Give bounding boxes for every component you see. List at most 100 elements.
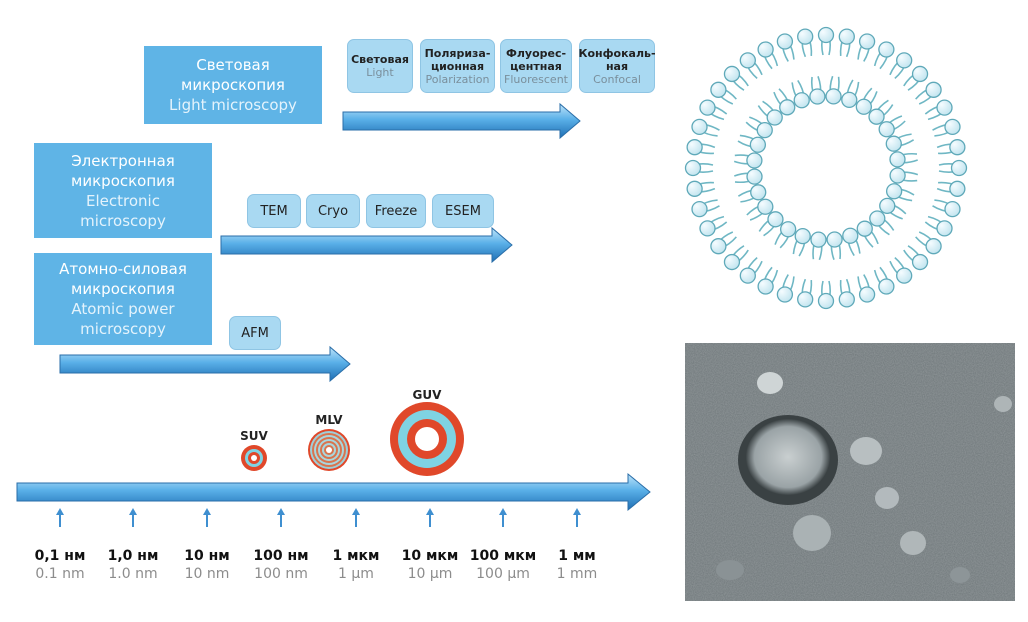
lipid-molecule: [857, 33, 876, 62]
lipid-molecule: [841, 79, 860, 109]
lipid-molecule: [903, 245, 929, 271]
scale-label-en: 1.0 nm: [108, 566, 158, 582]
scale-tick: [280, 514, 282, 527]
method-afm-label: AFM: [241, 325, 269, 341]
lipid-molecule: [773, 88, 796, 116]
method-freeze-label: Freeze: [374, 203, 418, 219]
scale-label: 0,1 нм 0.1 nm: [10, 547, 110, 583]
lipid-molecule: [873, 266, 895, 295]
lipid-molecule: [757, 100, 783, 126]
scale-arrow: [16, 472, 651, 512]
scale-label-ru: 0,1 нм: [34, 548, 86, 564]
scale-tick-arrowhead: [129, 508, 137, 515]
scale-tick-arrowhead: [277, 508, 285, 515]
lipid-molecule: [903, 65, 929, 91]
mlv-label: MLV: [315, 413, 343, 427]
lipid-molecule: [774, 221, 797, 249]
category-electron-ru-line1: Электронная: [71, 151, 175, 170]
lipid-molecule: [737, 184, 767, 203]
category-atomic-en-line2: microscopy: [80, 320, 166, 338]
scale-label-en: 100 µm: [476, 566, 530, 582]
guv-label: GUV: [412, 388, 442, 402]
lipid-molecule: [758, 211, 784, 237]
scale-tick-arrowhead: [352, 508, 360, 515]
lipid-molecule: [879, 197, 907, 220]
scale-label: 10 мкм 10 µm: [380, 547, 480, 583]
lipid-molecule: [915, 81, 942, 105]
lipid-molecule: [915, 231, 942, 255]
lipid-molecule: [826, 231, 843, 260]
method-confocal-ru-1: Конфокаль-: [578, 46, 656, 60]
lipid-molecule: [889, 257, 913, 284]
category-atomic-ru-line1: Атомно-силовая: [59, 260, 187, 278]
method-polarization-ru-2: ционная: [430, 59, 485, 73]
method-polarization: Поляриза- ционная Polarization: [420, 39, 495, 93]
category-electron-microscopy: Электронная микроскопия Electronic micro…: [34, 143, 212, 238]
scale-label-en: 0.1 nm: [35, 566, 85, 582]
scale-label-en: 100 nm: [254, 566, 308, 582]
method-polarization-ru-1: Поляриза-: [424, 46, 491, 60]
method-fluorescent: Флуорес- центная Fluorescent: [500, 39, 572, 93]
method-esem: ESEM: [432, 194, 494, 228]
lipid-molecule: [889, 167, 919, 184]
scale-label-ru: 1 мм: [558, 548, 596, 564]
lipid-molecule: [817, 280, 835, 310]
electron-arrow: [220, 226, 513, 264]
lipid-molecule: [792, 227, 811, 257]
lipid-molecule: [936, 139, 966, 156]
scale-tick: [576, 514, 578, 527]
lipid-molecule: [889, 52, 913, 79]
lipid-molecule: [797, 278, 814, 308]
lipid-molecule: [686, 180, 716, 197]
lipid-molecule: [869, 210, 895, 236]
lipid-molecule: [699, 215, 728, 237]
scale-label-en: 1 µm: [338, 566, 374, 582]
scale-tick: [429, 514, 431, 527]
lipid-molecule: [797, 28, 814, 58]
scale-label-ru: 10 мкм: [401, 548, 459, 564]
lipid-molecule: [924, 215, 953, 237]
scale-label-ru: 10 нм: [184, 548, 230, 564]
scale-label: 100 нм 100 nm: [231, 547, 331, 583]
scale-label-ru: 100 нм: [253, 548, 309, 564]
scale-tick-arrowhead: [573, 508, 581, 515]
guv-vesicle: [390, 402, 464, 476]
lipid-molecule: [791, 79, 810, 109]
lipid-molecule: [857, 274, 876, 303]
method-light-ru: Световая: [351, 53, 409, 66]
lipid-molecule: [924, 99, 953, 121]
lipid-molecule: [691, 118, 720, 137]
lipid-molecule: [699, 99, 728, 121]
lipid-molecule: [745, 116, 773, 139]
method-fluorescent-ru-1: Флуорес-: [505, 46, 567, 60]
lipid-molecule: [723, 245, 749, 271]
method-fluorescent-ru-2: центная: [510, 59, 562, 73]
lipid-molecule: [686, 139, 716, 156]
lipid-molecule: [757, 266, 779, 295]
method-cryo: Cryo: [306, 194, 360, 228]
lipid-molecule: [936, 180, 966, 197]
lipid-molecule: [710, 231, 737, 255]
method-polarization-en: Polarization: [425, 72, 490, 86]
lipid-molecule: [838, 278, 855, 308]
scale-tick-arrowhead: [56, 508, 64, 515]
lipid-molecule: [878, 115, 906, 138]
method-light-en: Light: [366, 66, 394, 79]
lipid-molecule: [885, 133, 915, 152]
scale-label-en: 10 µm: [407, 566, 453, 582]
lipid-molecule: [842, 227, 861, 257]
lipid-molecule: [746, 198, 774, 221]
lipid-molecule: [734, 168, 763, 185]
lipid-molecule: [885, 183, 915, 202]
suv-vesicle: [241, 445, 267, 471]
light-arrow: [342, 102, 581, 140]
category-light-microscopy: Световая микроскопия Light microscopy: [144, 46, 322, 124]
scale-tick-arrowhead: [203, 508, 211, 515]
scale-label-ru: 100 мкм: [469, 548, 537, 564]
liposome-diagram: [684, 26, 968, 310]
method-light: Световая Light: [347, 39, 413, 93]
method-fluorescent-en: Fluorescent: [504, 72, 568, 86]
scale-tick: [355, 514, 357, 527]
micrograph-image: [685, 343, 1015, 601]
